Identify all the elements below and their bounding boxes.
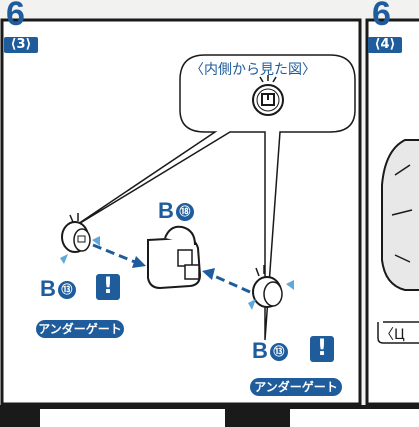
right-gate-badge: アンダーゲート xyxy=(250,378,342,396)
left-part-b13 xyxy=(60,213,100,264)
left-part-number: ⑬ xyxy=(57,281,76,299)
left-warning-icon: ! xyxy=(96,274,120,300)
right-part-number: ⑬ xyxy=(269,343,288,361)
right-warning-icon: ! xyxy=(310,336,334,362)
assembly-arrows xyxy=(92,243,251,294)
next-panel-edge-right xyxy=(290,409,419,427)
right-part-b13 xyxy=(248,265,294,310)
left-gate-badge: アンダーゲート xyxy=(36,320,124,338)
sub-step-4: ⟨4⟩ xyxy=(368,37,402,53)
step-number-3: 6 xyxy=(6,0,25,33)
sub-step-3: ⟨3⟩ xyxy=(4,37,38,53)
panel-4-partial-art xyxy=(377,139,419,344)
panel-4-partial-label: 〈Ц xyxy=(380,327,405,343)
next-panel-edge xyxy=(40,409,225,427)
step-number-4: 6 xyxy=(372,0,391,33)
center-part-letter: B xyxy=(158,198,174,223)
center-part-b18 xyxy=(147,225,202,290)
callout-balloon xyxy=(71,54,356,341)
center-part-number: ⑱ xyxy=(175,203,194,221)
left-part-letter: B xyxy=(40,276,56,301)
right-part-letter: B xyxy=(252,338,268,363)
callout-label: 〈内側から見た図〉 xyxy=(190,62,316,78)
inside-view-icon xyxy=(252,75,284,116)
